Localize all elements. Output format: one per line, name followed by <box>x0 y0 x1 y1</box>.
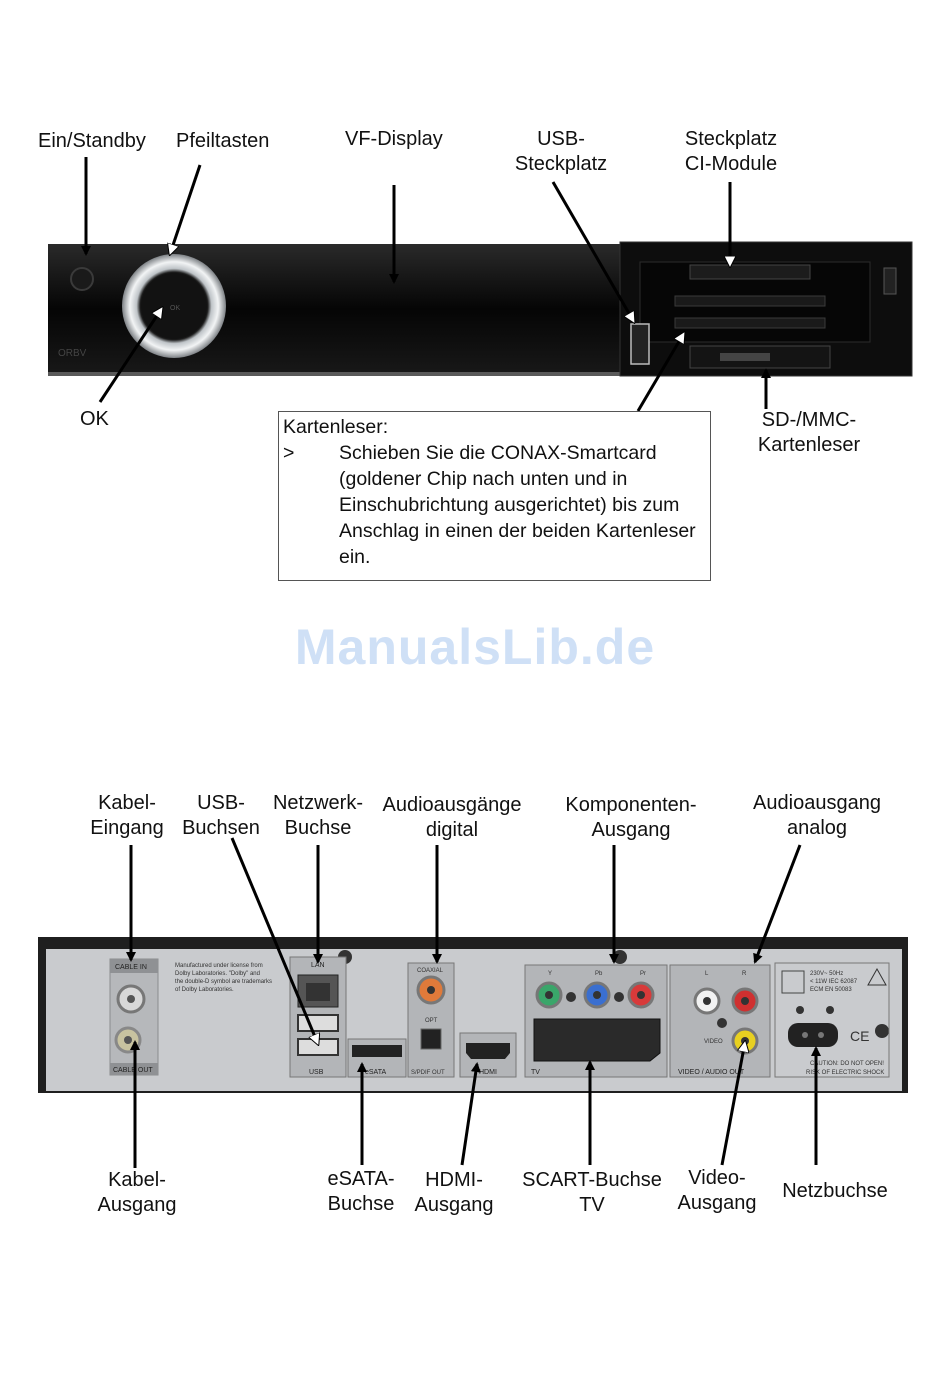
info-text: Schieben Sie die CONAX-Smartcard (golden… <box>339 442 696 568</box>
dolby-text-2: Dolby Laboratories. "Dolby" and <box>175 971 260 977</box>
mains-print-3: ECM EN 50083 <box>810 987 852 993</box>
cable-out-print: CABLE OUT <box>113 1067 153 1074</box>
label-power: Ein/Standby <box>38 130 146 152</box>
ok-key-label: OK <box>170 305 180 312</box>
label-arrow-keys: Pfeiltasten <box>176 130 270 152</box>
label-ok: OK <box>80 408 109 430</box>
r-print: R <box>742 971 747 977</box>
arrow-usb-back <box>230 837 318 1044</box>
label-vf-display: VF-Display <box>345 128 443 150</box>
warning-triangle-icon <box>867 967 887 986</box>
usb-print: USB <box>309 1069 324 1076</box>
caution-print-2: RISK OF ELECTRIC SHOCK <box>806 1070 884 1076</box>
hdmi-print: HDMI <box>479 1069 497 1076</box>
y-print: Y <box>548 971 552 977</box>
cable-in-print: CABLE IN <box>115 964 147 971</box>
arrow-arrowkeys <box>170 164 202 254</box>
mains-print-2: < 11W IEC 62087 <box>810 979 858 985</box>
esata-port <box>352 1045 402 1057</box>
ci-slot <box>689 264 811 280</box>
card-reader-info-box: Kartenleser: > Schieben Sie die CONAX-Sm… <box>278 411 711 581</box>
usb-slot-front <box>630 323 650 365</box>
optical-port <box>420 1028 442 1050</box>
tv-print: TV <box>531 1069 540 1076</box>
front-brand: ORBV <box>58 348 87 359</box>
label-mains-socket: Netzbuchse <box>782 1180 888 1202</box>
ok-key <box>141 273 207 339</box>
pb-print: Pb <box>595 971 603 977</box>
mains-print-1: 230V~ 50Hz <box>810 971 843 977</box>
ce-mark: CE <box>850 1028 869 1044</box>
label-component-out: Komponenten-Ausgang <box>565 794 697 841</box>
caution-print-1: CAUTION: DO NOT OPEN! <box>810 1061 884 1067</box>
label-esata: eSATA-Buchse <box>327 1168 395 1215</box>
label-video-out: Video-Ausgang <box>677 1167 757 1214</box>
label-cable-in: Kabel-Eingang <box>90 792 164 839</box>
front-panel-photo: OK ORBV <box>48 241 913 377</box>
video-print: VIDEO <box>704 1039 723 1045</box>
label-sd-reader: SD-/MMC-Kartenleser <box>757 409 861 456</box>
label-usb-slot: USB-Steckplatz <box>514 128 608 175</box>
scart-port <box>533 1018 661 1062</box>
arrow-video <box>720 1042 745 1166</box>
power-button <box>70 267 94 291</box>
lan-print: LAN <box>311 962 325 969</box>
coaxial-print: COAXIAL <box>417 968 444 974</box>
info-bullet: > <box>283 442 295 464</box>
arrow-usb-front <box>551 181 634 322</box>
dolby-text-1: Manufactured under license from <box>175 963 263 969</box>
arrow-audio-analog <box>753 844 802 964</box>
label-hdmi: HDMI-Ausgang <box>414 1169 494 1216</box>
mains-socket <box>788 1023 838 1047</box>
label-usb-sockets: USB-Buchsen <box>182 792 260 839</box>
label-cable-out: Kabel-Ausgang <box>97 1169 177 1216</box>
video-audio-out-print: VIDEO / AUDIO OUT <box>678 1069 745 1076</box>
pr-print: Pr <box>640 971 646 977</box>
label-network-socket: Netzwerk-Buchse <box>272 792 363 839</box>
esata-print: eSATA <box>365 1069 386 1076</box>
arrow-ok <box>98 308 162 403</box>
spdif-print: S/PDIF OUT <box>411 1070 445 1076</box>
hdmi-port <box>466 1043 510 1059</box>
info-heading: Kartenleser: <box>283 416 389 438</box>
watermark: ManualsLib.de <box>294 619 656 675</box>
l-print: L <box>705 971 709 977</box>
arrow-hdmi <box>460 1062 481 1166</box>
dolby-text-4: of Dolby Laboratories. <box>175 987 234 993</box>
opt-print: OPT <box>425 1018 438 1024</box>
dolby-text-3: the double-D symbol are trademarks <box>175 979 272 985</box>
arrow-cardreader <box>636 333 684 412</box>
